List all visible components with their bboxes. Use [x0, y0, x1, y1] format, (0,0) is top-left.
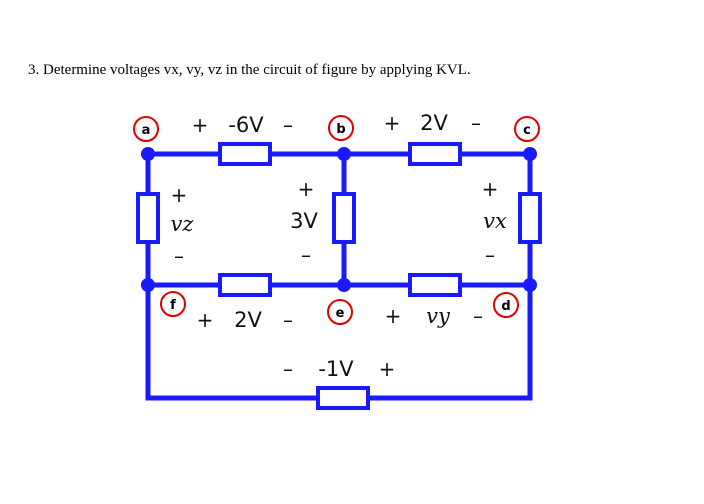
junction-c: [523, 147, 537, 161]
question-text: 3. Determine voltages vx, vy, vz in the …: [28, 62, 471, 78]
junction-d: [523, 278, 537, 292]
junction-a: [141, 147, 155, 161]
bc-value: 2V: [420, 111, 448, 135]
junction-e: [337, 278, 351, 292]
cd-symbol: vx: [483, 209, 507, 233]
resistor-fe: [218, 273, 272, 297]
resistor-ed: [408, 273, 462, 297]
bottom-minus: –: [283, 357, 293, 381]
bc-plus: +: [384, 111, 401, 135]
bottom-value: -1V: [318, 357, 354, 381]
af-symbol: vz: [171, 212, 195, 236]
node-label-d: d: [501, 299, 510, 314]
cd-minus: –: [485, 243, 495, 267]
ed-plus: +: [385, 304, 402, 328]
af-plus: +: [171, 183, 188, 207]
ab-plus: +: [192, 113, 209, 137]
fe-value: 2V: [234, 308, 262, 332]
node-ring-b: [328, 115, 354, 141]
resistor-be: [332, 192, 356, 244]
resistor-ab: [218, 142, 272, 166]
ab-minus: –: [283, 113, 293, 137]
node-labels: a b c f e d: [133, 115, 540, 325]
bottom-plus: +: [379, 357, 396, 381]
node-label-a: a: [142, 123, 151, 138]
resistor-cd: [518, 192, 542, 244]
node-label-c: c: [523, 123, 531, 138]
junction-b: [337, 147, 351, 161]
node-ring-d: [493, 292, 519, 318]
ab-value: -6V: [228, 113, 264, 137]
resistor-af: [136, 192, 160, 244]
node-label-e: e: [336, 306, 345, 321]
be-plus: +: [298, 177, 315, 201]
be-value: 3V: [290, 209, 318, 233]
ed-minus: –: [473, 304, 483, 328]
fe-minus: –: [283, 308, 293, 332]
node-ring-a: [133, 116, 159, 142]
node-ring-f: [160, 291, 186, 317]
af-minus: –: [174, 244, 184, 268]
resistor-bottom: [316, 386, 370, 410]
node-label-b: b: [336, 122, 345, 137]
node-label-f: f: [170, 298, 176, 313]
junction-f: [141, 278, 155, 292]
node-ring-e: [327, 299, 353, 325]
be-minus: –: [301, 243, 311, 267]
junctions: [141, 147, 537, 292]
fe-plus: +: [197, 308, 214, 332]
cd-plus: +: [482, 177, 499, 201]
ed-symbol: vy: [426, 304, 451, 328]
resistors: [136, 142, 542, 410]
node-ring-c: [514, 116, 540, 142]
bc-minus: –: [471, 111, 481, 135]
resistor-bc: [408, 142, 462, 166]
